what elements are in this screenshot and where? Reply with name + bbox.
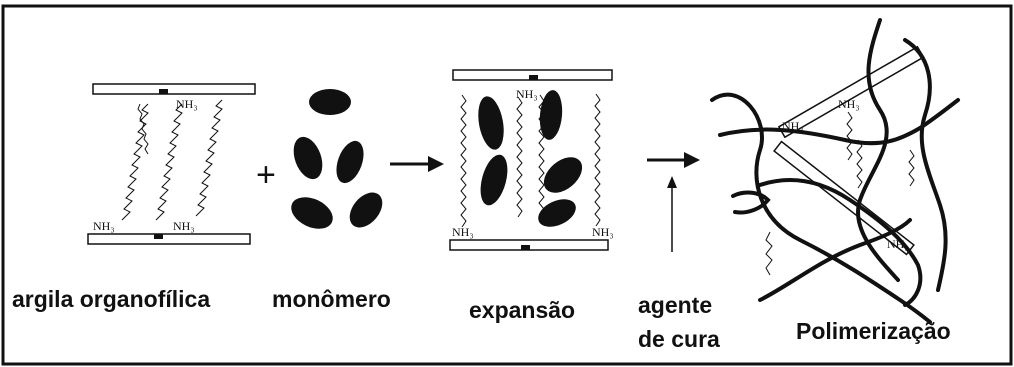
expanded-monomers — [478, 90, 583, 227]
amine-label-top: NH₃ — [516, 87, 538, 101]
clay-panel: NH₃ NH₃ NH₃ — [87, 83, 256, 245]
amine-label-bottom-left: NH₃ — [93, 219, 115, 233]
polymer-panel: NH₃ NH₃ NH₃ — [710, 18, 960, 324]
curing-agent-line1: agente — [638, 292, 713, 318]
arrow-right-1 — [390, 156, 444, 172]
curing-agent-label: agente de cura — [638, 288, 720, 356]
alkyl-chain — [155, 103, 183, 221]
border — [1, 4, 1013, 366]
monomer-ellipse — [543, 157, 583, 193]
plus-sign: + — [256, 156, 276, 194]
monomer-ellipse — [480, 154, 508, 206]
polymerization-label: Polimerização — [796, 318, 951, 344]
monomer-ellipse — [539, 90, 563, 140]
monomer-ellipse — [478, 96, 504, 150]
chain-seg — [137, 103, 149, 155]
alkyl-chain — [121, 103, 149, 221]
alkyl-chain — [594, 93, 601, 227]
monomer-ellipse — [336, 140, 364, 184]
alkyl-chain — [460, 94, 467, 228]
monomer-ellipse — [309, 89, 351, 115]
polymer-strand — [718, 98, 960, 146]
amine-label: NH₃ — [782, 119, 804, 133]
clay-top-charge — [159, 89, 168, 94]
curing-agent-line2: de cura — [638, 326, 720, 352]
polymer-chains — [765, 111, 915, 276]
amine-label-bottom-right: NH₃ — [173, 219, 195, 233]
expansion-panel: NH₃ NH₃ NH₃ — [449, 69, 614, 251]
polymer-strand — [758, 218, 912, 302]
clay-label: argila organofílica — [12, 286, 211, 312]
arrow-right-2 — [647, 152, 700, 168]
monomer-ellipse — [293, 136, 323, 180]
polymer-strand — [856, 18, 900, 282]
amine-label-bottom-right: NH₃ — [592, 225, 614, 239]
monomer-ellipse — [291, 197, 333, 229]
polymer-strands — [710, 18, 960, 324]
amine-label-top: NH₃ — [176, 97, 198, 111]
amine-label: NH₃ — [887, 237, 909, 251]
arrow-up-curing — [667, 176, 677, 252]
alkyl-chain — [846, 111, 853, 161]
amine-label-bottom-left: NH₃ — [452, 225, 474, 239]
monomer-label: monômero — [272, 286, 391, 312]
alkyl-chain — [195, 99, 223, 217]
monomer-ellipse — [349, 192, 383, 228]
expansion-label: expansão — [469, 297, 576, 323]
amine-label: NH₃ — [838, 97, 860, 111]
clay-bottom-charge — [154, 234, 163, 239]
monomer-panel — [291, 89, 383, 229]
polymer-strand — [731, 190, 771, 215]
polymer-strand — [903, 38, 948, 292]
alkyl-chain — [856, 139, 863, 189]
alkyl-chain — [516, 96, 523, 218]
alkyl-chain — [908, 149, 915, 187]
alkyl-chains — [121, 99, 223, 221]
alkyl-chain — [765, 231, 773, 276]
polymer-strand — [758, 178, 923, 307]
monomer-ellipse — [538, 199, 576, 227]
clay-top-layer — [92, 83, 256, 95]
clay-bottom-layer — [87, 233, 251, 245]
